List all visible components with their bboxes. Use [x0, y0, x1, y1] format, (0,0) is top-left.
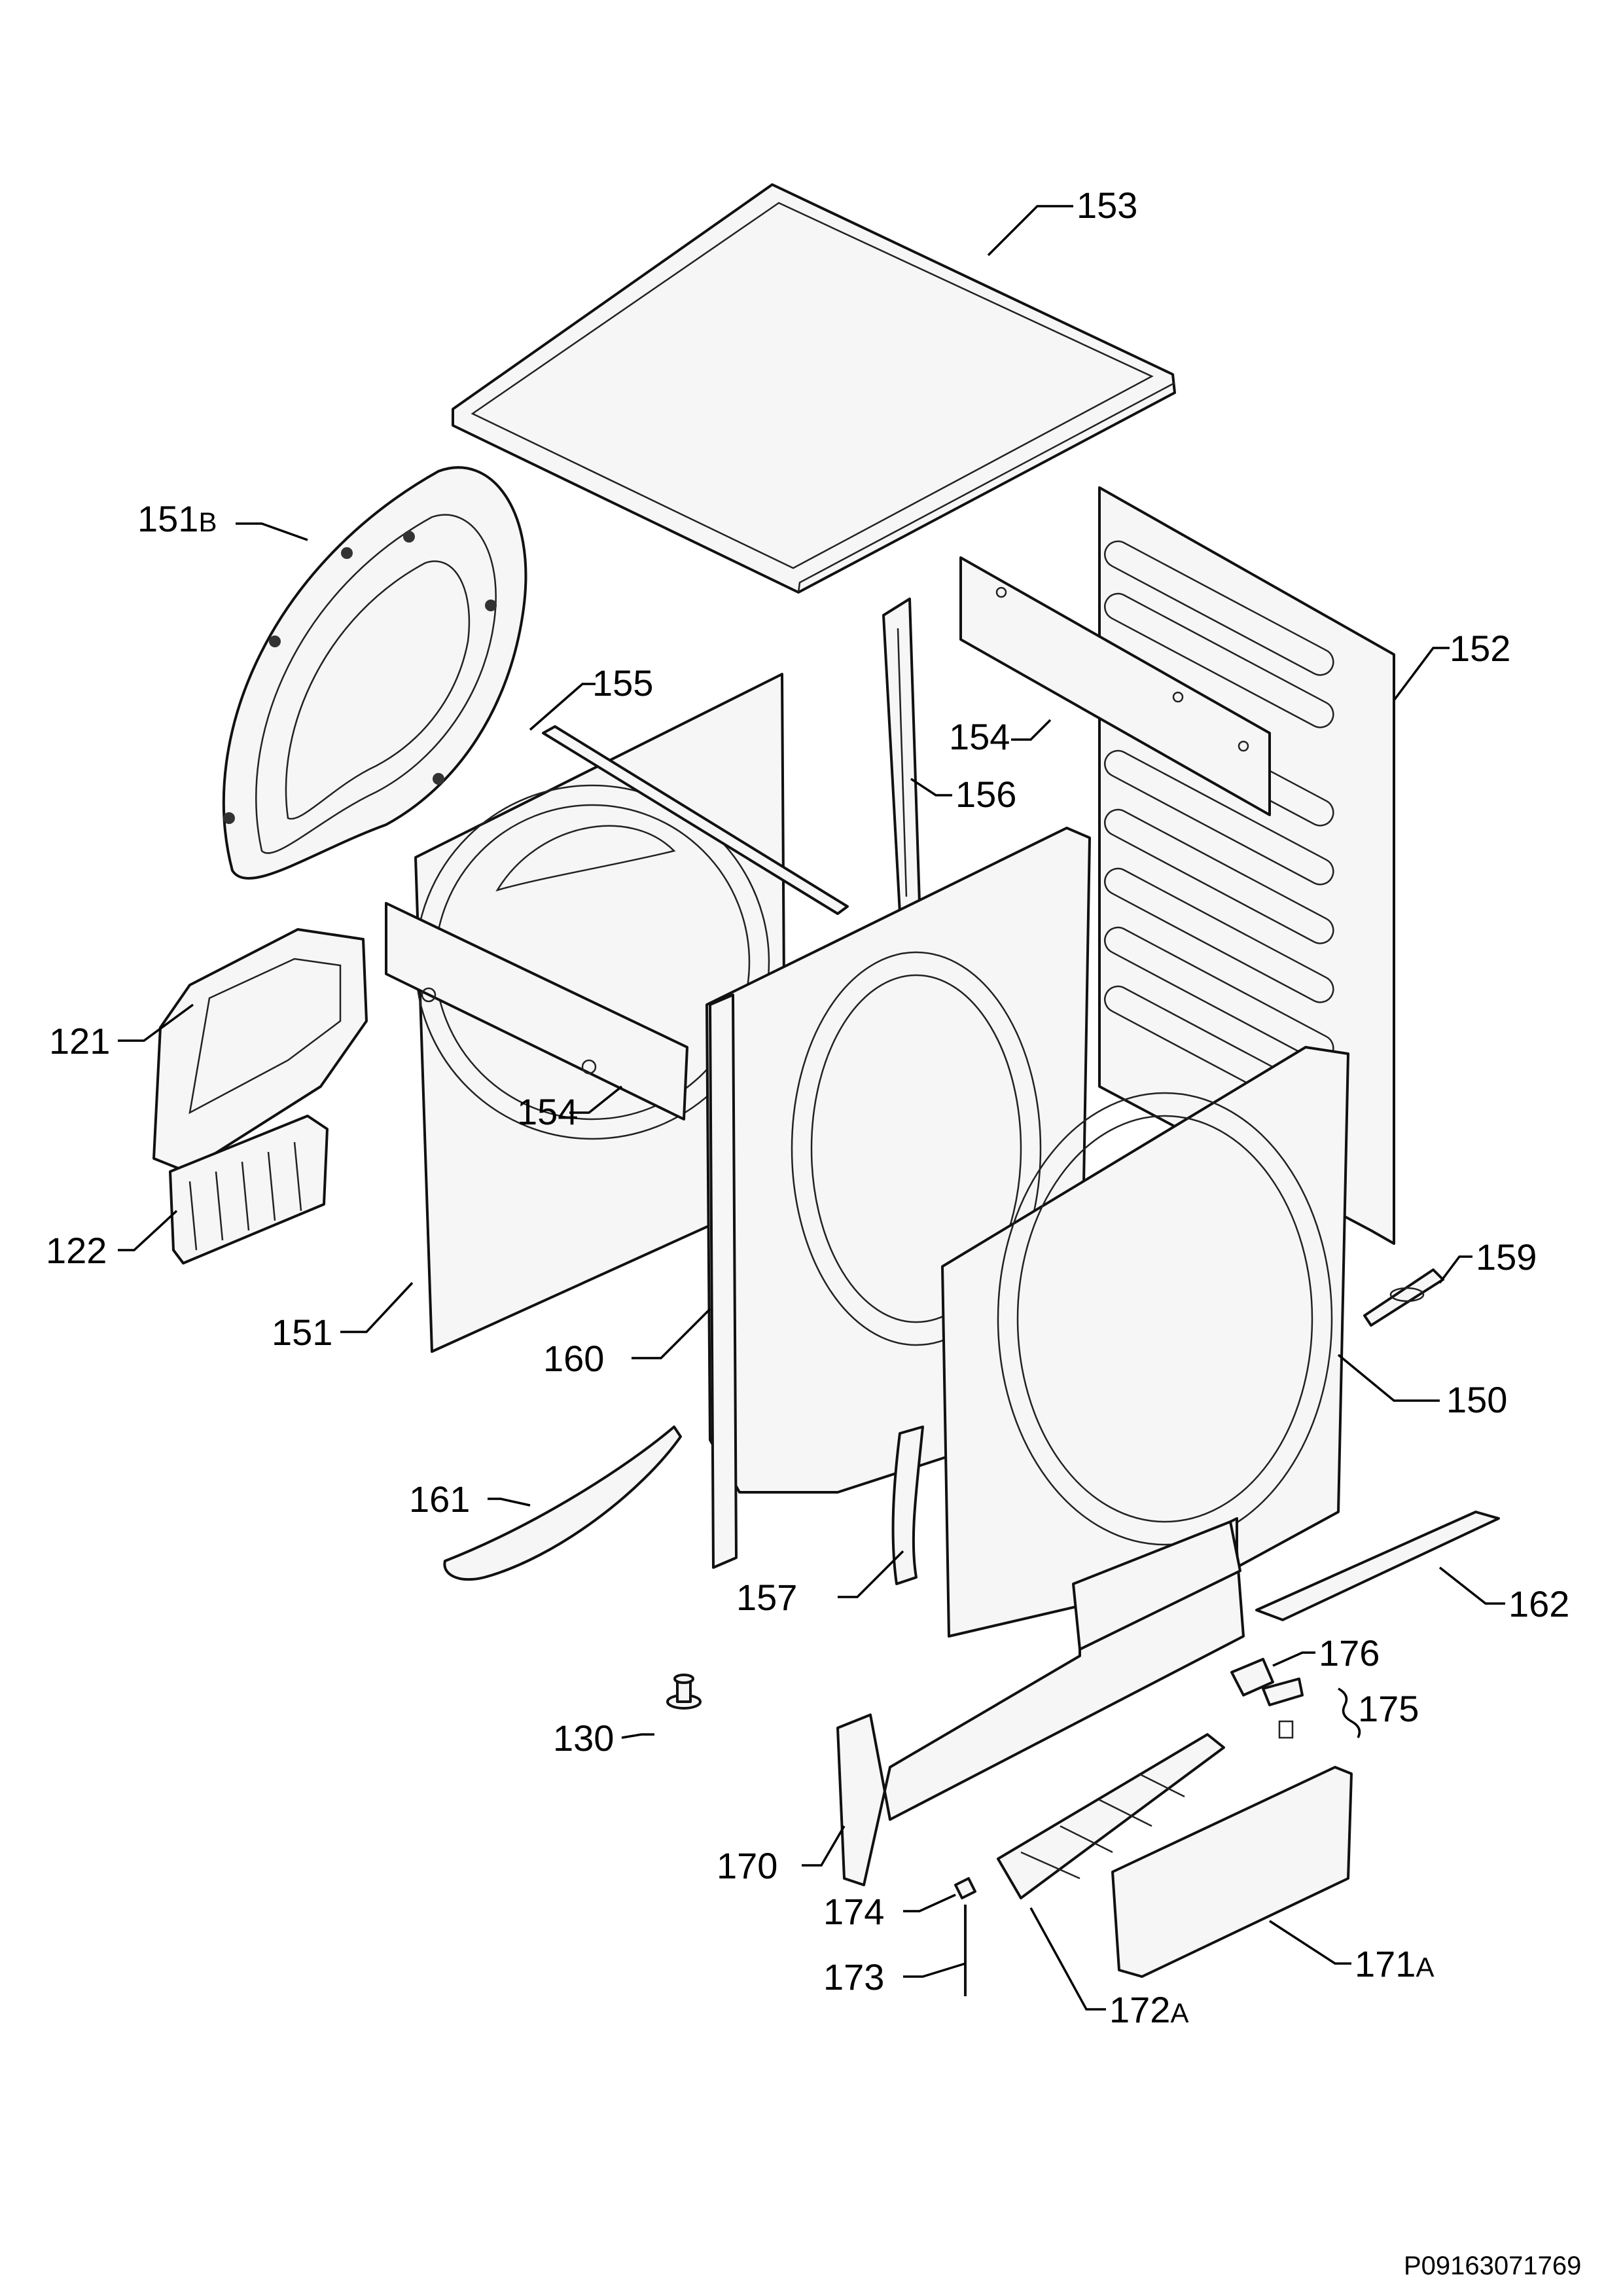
label-171a-number: 171	[1355, 1943, 1416, 1984]
part-122-filter	[169, 1115, 329, 1265]
part-157-hinge-strip	[891, 1426, 924, 1585]
label-175: 175	[1358, 1688, 1419, 1729]
label-152: 152	[1450, 628, 1510, 669]
leader-lines	[118, 205, 1505, 2011]
label-159: 159	[1476, 1236, 1537, 1278]
part-159-door-pad	[1363, 1268, 1444, 1327]
label-155: 155	[592, 662, 653, 704]
part-154-upper-crossbar	[959, 556, 1271, 816]
label-150: 150	[1446, 1379, 1507, 1420]
label-156: 156	[955, 774, 1016, 815]
part-170-plinth	[836, 1517, 1245, 1886]
label-172a: 172A	[1109, 1989, 1188, 2030]
label-161: 161	[409, 1479, 470, 1520]
part-151b-rear-grille	[222, 466, 527, 880]
part-175-micro-switch	[1262, 1677, 1304, 1739]
label-171a: 171A	[1355, 1943, 1434, 1984]
label-153: 153	[1077, 185, 1137, 226]
part-171a-cover-panel	[1111, 1766, 1353, 1978]
label-130: 130	[553, 1717, 614, 1759]
label-122: 122	[46, 1230, 107, 1271]
label-162: 162	[1508, 1583, 1569, 1624]
part-130-foot	[666, 1674, 702, 1710]
label-151b-suffix: B	[198, 507, 217, 537]
label-121: 121	[49, 1020, 110, 1062]
label-172a-suffix: A	[1170, 1998, 1188, 2028]
label-151b: 151B	[137, 498, 217, 539]
label-174: 174	[823, 1891, 884, 1932]
part-150-front-panel	[941, 1046, 1349, 1638]
label-154-lower: 154	[517, 1091, 578, 1132]
label-170: 170	[717, 1845, 777, 1886]
label-151b-number: 151	[137, 498, 198, 539]
label-172a-number: 172	[1109, 1989, 1170, 2030]
part-172a-grille	[997, 1733, 1225, 1899]
label-176: 176	[1319, 1632, 1380, 1674]
part-121-air-duct	[152, 928, 368, 1173]
document-number: P09163071769	[1404, 2251, 1581, 2280]
part-156-vertical-rail	[882, 598, 921, 914]
label-151: 151	[272, 1312, 332, 1353]
part-155-bar	[542, 725, 849, 915]
label-157: 157	[736, 1577, 797, 1618]
part-161-curved-strip	[443, 1426, 682, 1581]
part-162-seal-frame	[1255, 1511, 1500, 1621]
part-153-top-cover	[452, 183, 1176, 594]
part-174-clip	[954, 1877, 976, 1899]
part-176-latch	[1230, 1658, 1274, 1696]
part-154-lower-crossbar	[385, 902, 688, 1121]
part-labels: 153 152 151B 155 154 156 121 154 122 159…	[46, 185, 1569, 2030]
label-173: 173	[823, 1956, 884, 1998]
label-171a-suffix: A	[1416, 1952, 1434, 1982]
label-154-upper: 154	[949, 716, 1010, 757]
label-160: 160	[543, 1338, 604, 1379]
